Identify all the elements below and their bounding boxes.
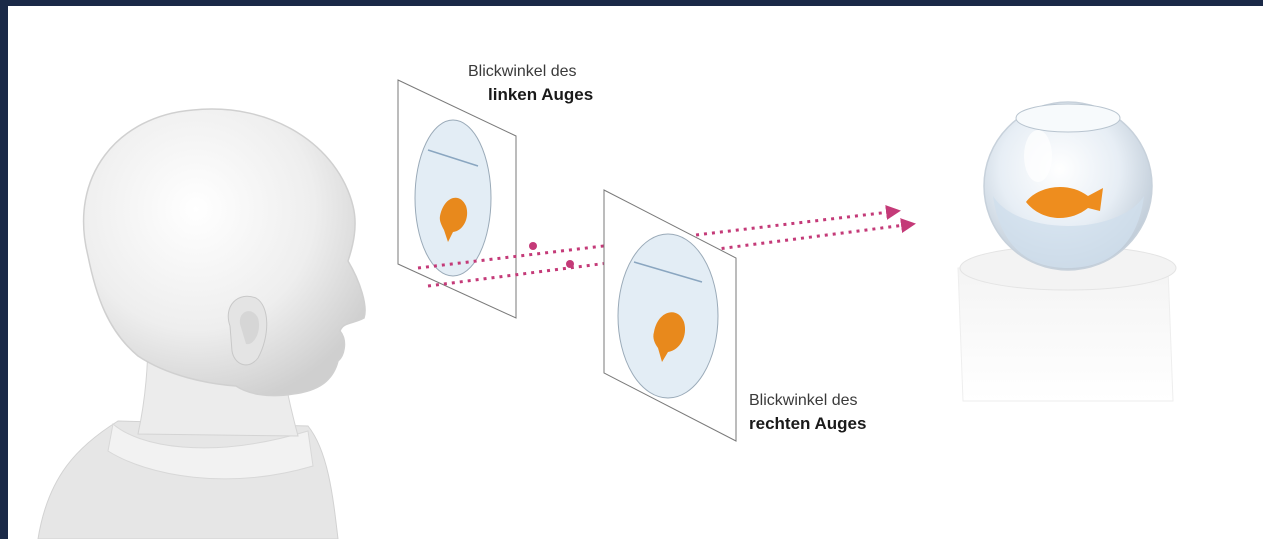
caption-line: Blickwinkel des: [468, 63, 577, 80]
caption-line: Blickwinkel des: [749, 392, 858, 409]
caption-emphasis: rechten Auges: [749, 414, 867, 433]
left-eye-view-panel: [397, 79, 517, 319]
left-eye-caption: Blickwinkel des linken Auges: [468, 60, 593, 106]
stereo-vision-illustration: [37, 79, 1177, 539]
head-bust-figure: [37, 108, 366, 539]
fishbowl-on-pedestal: [957, 101, 1177, 402]
goldfish-icon: [1026, 187, 1103, 219]
right-eye-view-panel: [603, 189, 737, 442]
diagram-frame: Blickwinkel des linken Auges Blickwinkel…: [8, 6, 1263, 539]
fish-icon: [439, 197, 468, 242]
caption-emphasis: linken Auges: [488, 85, 594, 104]
fish-icon: [653, 312, 686, 362]
right-eye-caption: Blickwinkel des rechten Auges: [749, 389, 866, 435]
